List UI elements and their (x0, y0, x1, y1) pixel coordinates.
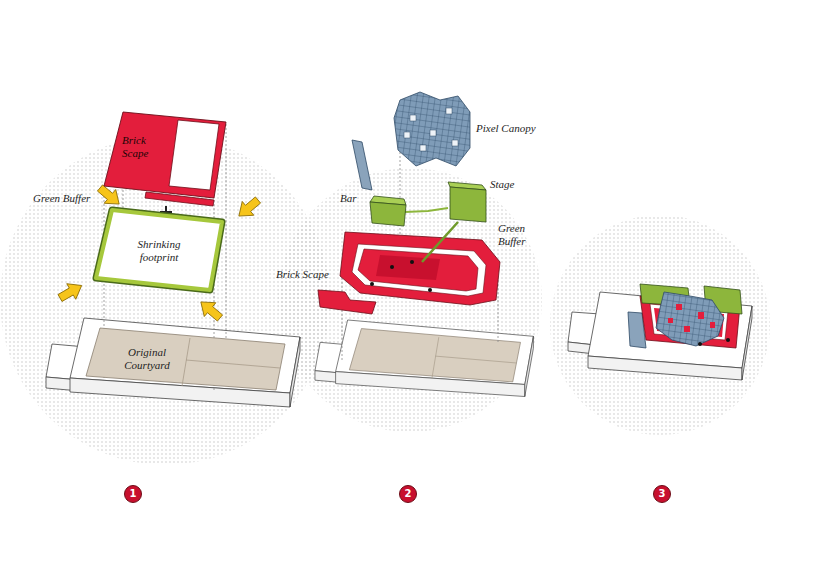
brick-scape (340, 232, 500, 305)
stage-block (450, 187, 486, 222)
green-buffer-line (405, 208, 448, 212)
courtyard-line (182, 338, 280, 386)
panel-ground (550, 215, 770, 435)
node-outline (82, 324, 290, 394)
bar-block (370, 202, 406, 226)
green-buffer-frame: Shrinking footprint (90, 204, 228, 296)
part-name: Brick Scape (122, 134, 166, 160)
callout-number: 2 (405, 489, 412, 499)
compress-arrow (56, 278, 87, 306)
node-shape (169, 120, 219, 190)
node-shape (96, 210, 222, 290)
brick-scape-gap (352, 244, 486, 296)
node-shape (86, 328, 285, 390)
compress-arrow (233, 193, 264, 223)
panel-ground (278, 168, 542, 432)
part-label: Pixel Canopy (476, 122, 546, 135)
original-courtyard: Original Courtyard (82, 324, 290, 394)
column-dots (370, 260, 432, 292)
node-outline (98, 106, 230, 204)
part-name: Original Courtyard (114, 346, 180, 372)
callout-number: 3 (653, 485, 671, 503)
node-shape (104, 112, 226, 198)
green-buffer-line (422, 222, 458, 262)
part-label: Stage (490, 178, 530, 191)
callout-number: 3 (659, 489, 666, 499)
pixel-canopy (394, 92, 470, 166)
part-label: Bar (340, 192, 362, 205)
courtyard-base (315, 320, 533, 397)
part-label: Green Buffer (33, 192, 103, 205)
compress-arrow (195, 295, 226, 325)
canopy-strip (352, 140, 372, 190)
brick-scape-shade (376, 255, 440, 280)
node-shape (96, 210, 222, 290)
courtyard-base (46, 318, 300, 407)
callout-number: 1 (130, 489, 137, 499)
callout-number: 1 (124, 485, 142, 503)
canopy-pixels (404, 108, 458, 151)
composite-model (568, 284, 752, 380)
part-label: Green Buffer (498, 222, 542, 248)
part-name: Shrinking footprint (126, 238, 192, 264)
brick-scape-slab: Brick Scape (98, 106, 230, 204)
brick-scape (358, 249, 478, 291)
callout-number: 2 (399, 485, 417, 503)
part-label: Brick Scape (276, 268, 338, 281)
